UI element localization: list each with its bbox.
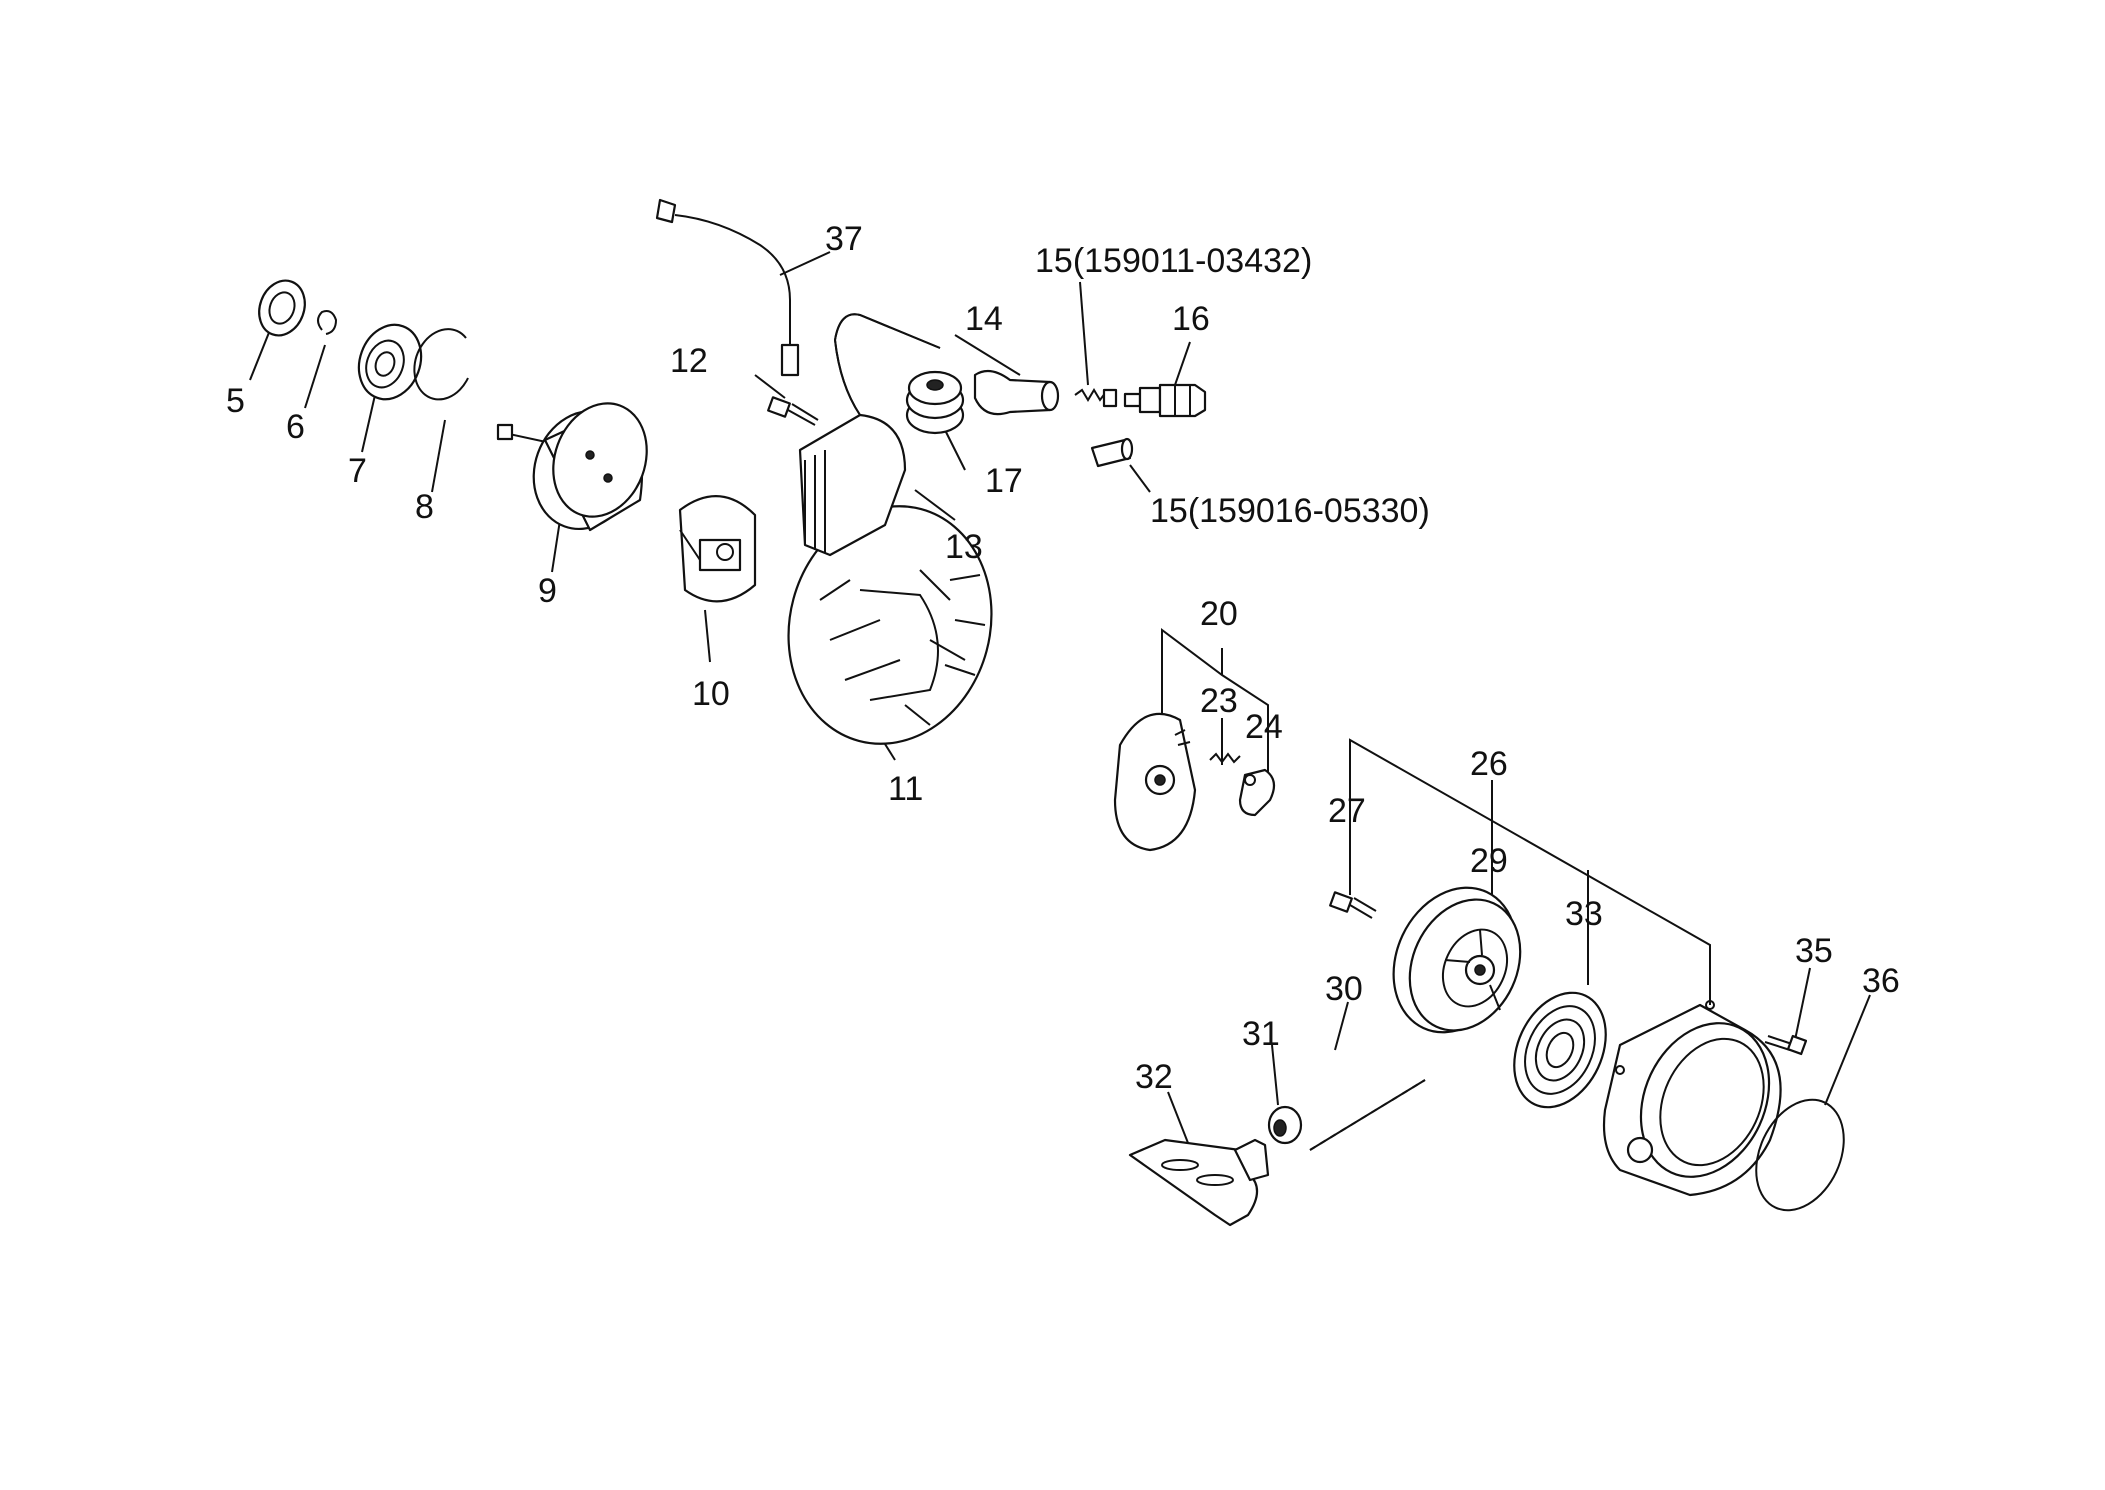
part-13-ignition-coil [798, 313, 941, 557]
part-9-clutch-drum [496, 402, 648, 532]
part-7-bearing [357, 323, 423, 401]
part-35-screw [1764, 1034, 1808, 1056]
part-20-pawl-carrier [1113, 712, 1197, 852]
label-24: 24 [1245, 708, 1283, 746]
part-37-wire [655, 198, 800, 377]
part-23-spring [1209, 752, 1241, 764]
part-30-rope [1309, 1079, 1426, 1151]
label-7: 7 [348, 452, 367, 490]
part-27-screw [1329, 891, 1377, 919]
label-35: 35 [1795, 932, 1833, 970]
label-13: 13 [945, 528, 983, 566]
label-15b: 15(159016-05330) [1150, 492, 1430, 530]
label-8: 8 [415, 488, 434, 526]
part-labels: 5 6 7 8 9 10 11 12 13 14 15(159011-03432… [226, 220, 1900, 1096]
label-33: 33 [1565, 895, 1603, 933]
label-20: 20 [1200, 595, 1238, 633]
part-16-spark-plug [1123, 383, 1207, 418]
part-29-reel [1392, 886, 1522, 1034]
label-31: 31 [1242, 1015, 1280, 1053]
part-33-recoil-spring [1513, 991, 1607, 1109]
part-11-flywheel [787, 505, 993, 745]
part-24-pawl [1238, 768, 1276, 817]
part-14-plug-cap [973, 369, 1060, 416]
label-36: 36 [1862, 962, 1900, 1000]
part-12-screw [767, 396, 819, 426]
part-31-rope-guide [1267, 1105, 1303, 1145]
part-32-starter-handle [1128, 1138, 1270, 1227]
label-12: 12 [670, 342, 708, 380]
label-27: 27 [1328, 792, 1366, 830]
label-37: 37 [825, 220, 863, 258]
label-15a: 15(159011-03432) [1035, 242, 1312, 280]
label-29: 29 [1470, 842, 1508, 880]
part-15a-spring [1074, 388, 1118, 408]
part-15b-boot [1090, 437, 1134, 468]
label-30: 30 [1325, 970, 1363, 1008]
label-14: 14 [965, 300, 1003, 338]
label-26: 26 [1470, 745, 1508, 783]
label-5: 5 [226, 382, 245, 420]
part-17-grommet [905, 370, 965, 435]
label-11: 11 [888, 770, 923, 808]
label-23: 23 [1200, 682, 1238, 720]
part-10-clutch-shoe [678, 495, 757, 603]
label-9: 9 [538, 572, 557, 610]
part-5-oil-seal [258, 279, 306, 337]
label-16: 16 [1172, 300, 1210, 338]
label-10: 10 [692, 675, 730, 713]
part-8-snap-ring [413, 328, 469, 401]
part-starter-case [1602, 1000, 1782, 1197]
label-17: 17 [985, 462, 1023, 500]
label-6: 6 [286, 408, 305, 446]
part-36-gasket [1755, 1098, 1845, 1212]
label-32: 32 [1135, 1058, 1173, 1096]
leader-lines [249, 251, 1871, 1149]
part-6-clip [317, 310, 338, 335]
